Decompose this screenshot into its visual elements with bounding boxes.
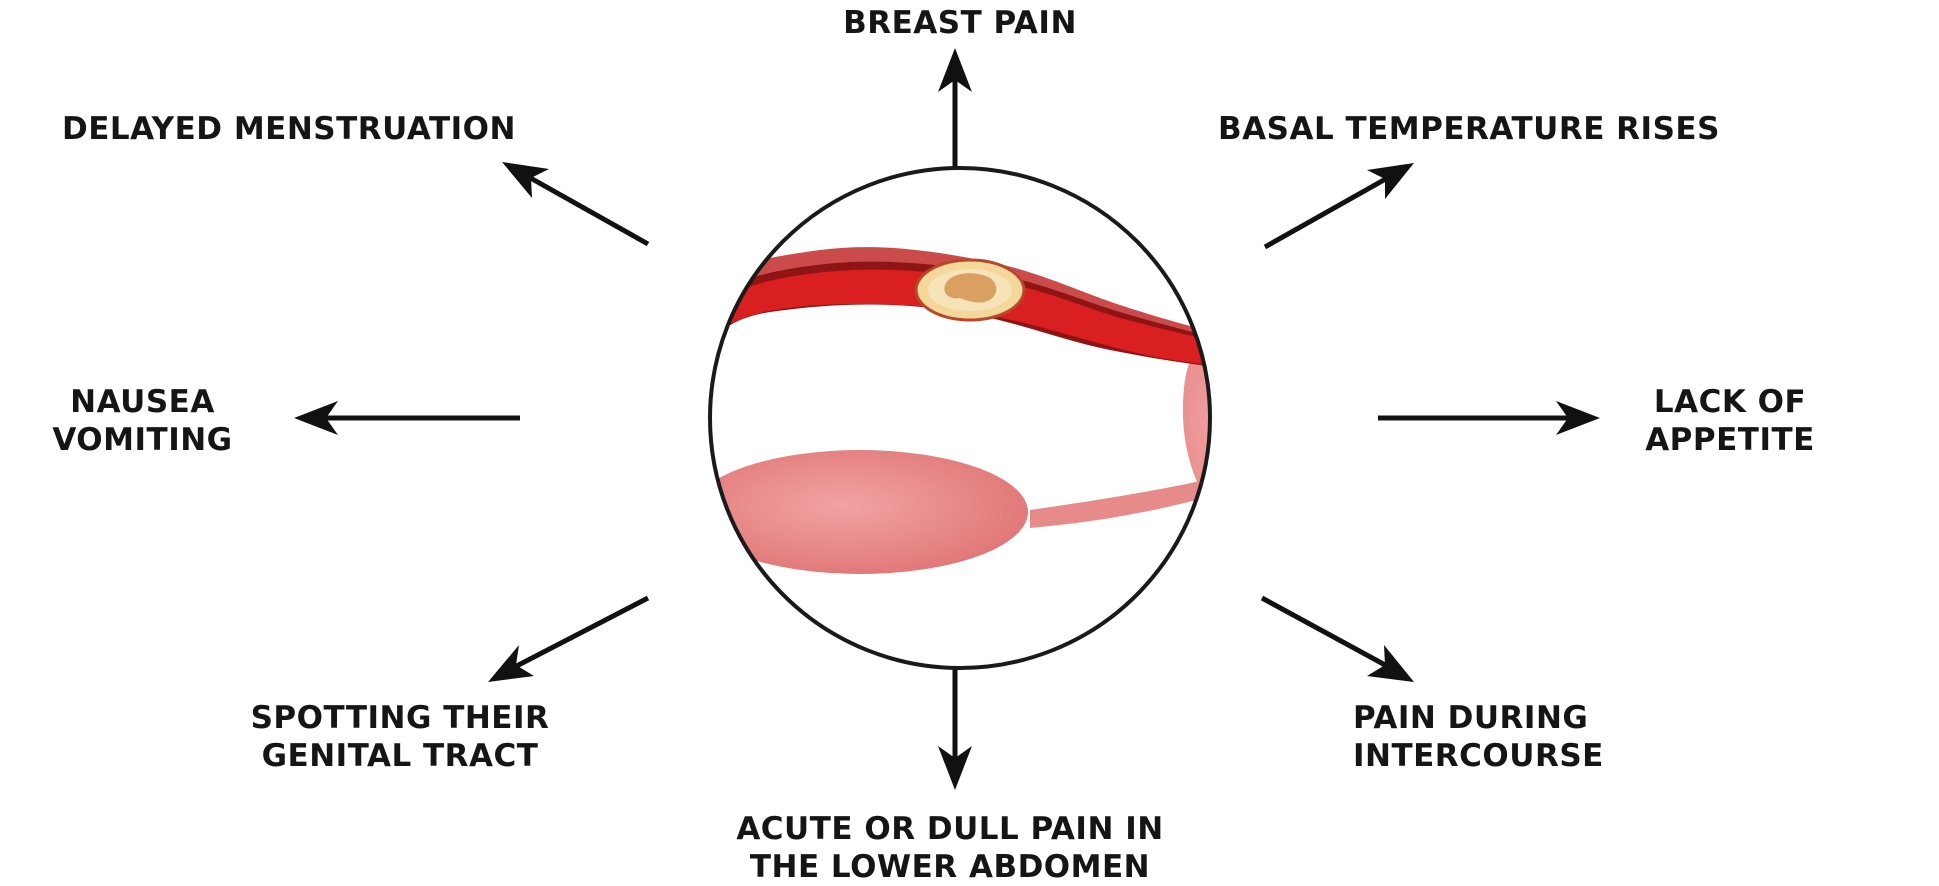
label-nausea-vomiting: NAUSEA VOMITING	[10, 383, 275, 459]
label-breast-pain: BREAST PAIN	[770, 4, 1150, 42]
arrow-up-right	[1265, 163, 1414, 247]
uterus-shape	[1183, 285, 1340, 559]
arrow-left	[294, 401, 520, 435]
label-lower-abdomen-pain: ACUTE OR DULL PAIN IN THE LOWER ABDOMEN	[620, 810, 1280, 886]
arrow-right	[1378, 401, 1600, 435]
label-lack-of-appetite: LACK OF APPETITE	[1605, 383, 1855, 459]
anatomy-illustration	[575, 160, 1345, 680]
label-pain-during-intercourse: PAIN DURING INTERCOURSE	[1353, 699, 1604, 775]
arrow-up	[938, 48, 972, 176]
ovary-shape	[692, 450, 1028, 574]
embryo	[916, 260, 1024, 320]
arrow-down-right	[1262, 598, 1414, 682]
arrow-down	[938, 665, 972, 790]
label-spotting-genital-tract: SPOTTING THEIR GENITAL TRACT	[180, 699, 620, 775]
label-basal-temperature: BASAL TEMPERATURE RISES	[1218, 110, 1720, 148]
arrow-down-left	[488, 598, 648, 682]
arrow-up-left	[502, 162, 648, 244]
label-delayed-menstruation: DELAYED MENSTRUATION	[62, 110, 516, 148]
